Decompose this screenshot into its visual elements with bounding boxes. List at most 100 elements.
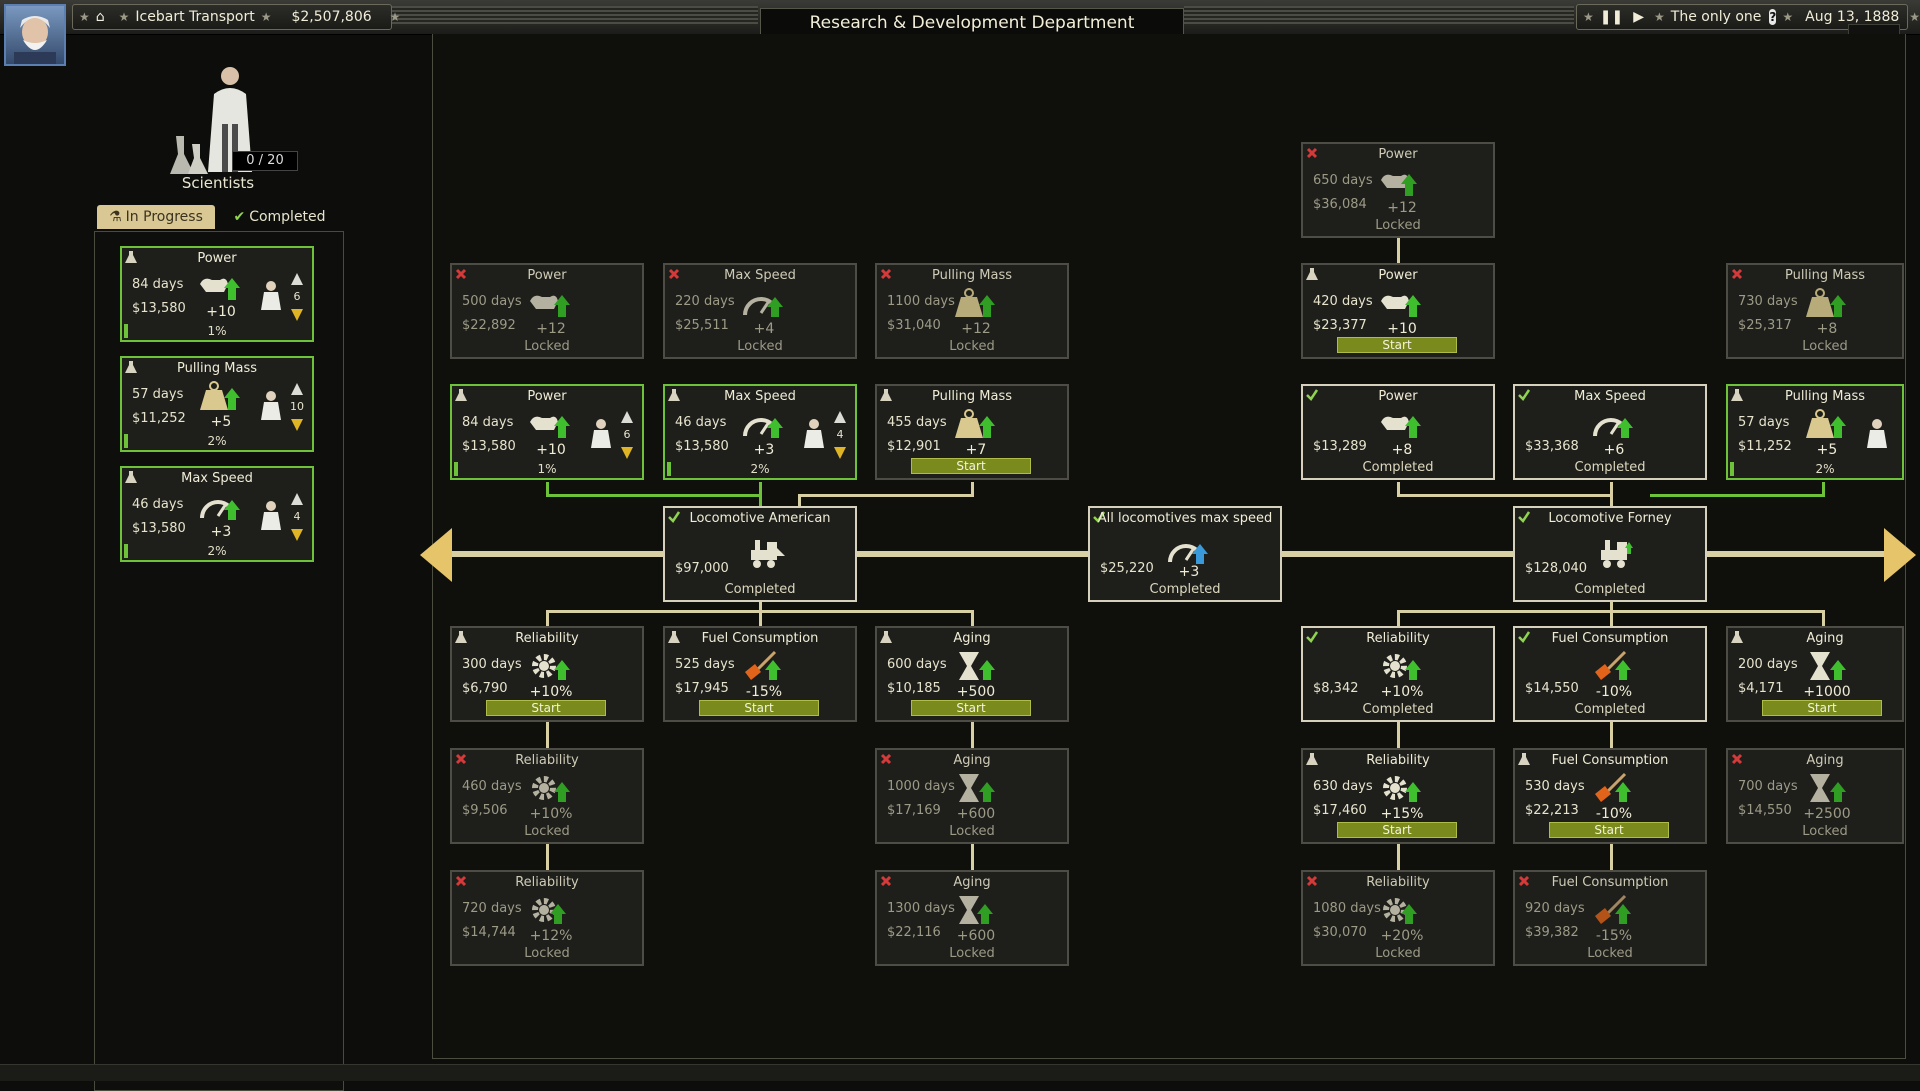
card-bonus: +15% [1380, 806, 1424, 822]
pause-icon[interactable]: ❚❚ [1599, 9, 1624, 25]
progress-bar [124, 434, 128, 448]
game-date: Aug 13, 1888 [1805, 9, 1900, 25]
hub-cost: $25,220 [1100, 561, 1154, 576]
connector-line [798, 494, 801, 508]
research-card-aging-available-forney[interactable]: Aging 200 days $4,171 +1000 Start [1726, 626, 1904, 722]
research-card-aging-locked-forney[interactable]: Aging 700 days $14,550 +2500 Locked [1726, 748, 1904, 844]
play-icon[interactable]: ▶ [1633, 9, 1645, 25]
item-bonus: +3 [210, 524, 232, 540]
bottom-scrollbar[interactable] [0, 1064, 1920, 1081]
scientist-count: 0 / 20 [232, 151, 298, 171]
research-card-aging-locked[interactable]: Aging 1000 days $17,169 +600 Locked [875, 748, 1069, 844]
scroll-right-arrow-icon[interactable] [1884, 528, 1916, 582]
home-icon[interactable]: ⌂ [95, 9, 105, 25]
start-button[interactable]: Start [911, 700, 1031, 716]
flask-icon [880, 631, 892, 643]
research-card-power-completed[interactable]: Power $13,289 +8 Completed [1301, 384, 1495, 480]
research-card-reliability-locked[interactable]: Reliability 460 days $9,506 +10% Locked [450, 748, 644, 844]
connector-line [546, 494, 760, 497]
locomotive-forney-hub[interactable]: Locomotive Forney $128,040 Completed [1513, 506, 1707, 602]
research-card-pulling-mass-available[interactable]: Pulling Mass 455 days $12,901 +7 Start [875, 384, 1069, 480]
player-avatar[interactable] [4, 4, 66, 66]
flask-icon [125, 251, 137, 263]
research-card-max-speed-in-progress[interactable]: Max Speed 46 days $13,580 +3 4 2% [663, 384, 857, 480]
card-bonus: +12 [961, 321, 991, 337]
locomotive-american-hub[interactable]: Locomotive American $97,000 Completed [663, 506, 857, 602]
card-status: Completed [1574, 460, 1646, 475]
research-card-fuel-consumption-locked-forney[interactable]: Fuel Consumption 920 days $39,382 -15% L… [1513, 870, 1707, 966]
cross-icon [880, 875, 892, 887]
arrow-up-icon[interactable] [620, 410, 634, 424]
card-cost: $6,790 [462, 681, 508, 696]
arrow-down-icon[interactable] [290, 418, 304, 432]
progress-item-power[interactable]: Power 84 days $13,580 +10 6 1% [120, 246, 314, 342]
star-icon: ★ [79, 10, 90, 24]
item-title: Power [197, 251, 237, 266]
arrow-up-icon[interactable] [290, 492, 304, 506]
research-card-reliability-available[interactable]: Reliability 300 days $6,790 +10% Start [450, 626, 644, 722]
scientist-icon [261, 501, 281, 530]
scientists-label: Scientists [181, 174, 255, 192]
research-card-fuel-consumption-completed[interactable]: Fuel Consumption $14,550 -10% Completed [1513, 626, 1707, 722]
all-locomotives-max-speed-hub[interactable]: All locomotives max speed $25,220 +3 Com… [1088, 506, 1282, 602]
start-button[interactable]: Start [911, 458, 1031, 474]
money-display: $2,507,806 [291, 9, 372, 25]
research-card-pulling-mass-locked-forney[interactable]: Pulling Mass 730 days $25,317 +8 Locked [1726, 263, 1904, 359]
research-card-pulling-mass-locked[interactable]: Pulling Mass 1100 days $31,040 +12 Locke… [875, 263, 1069, 359]
arrow-down-icon[interactable] [290, 528, 304, 542]
hourglass-icon [959, 896, 993, 924]
research-card-reliability-completed[interactable]: Reliability $8,342 +10% Completed [1301, 626, 1495, 722]
help-icon[interactable]: ? [1769, 9, 1777, 25]
arrow-up-icon[interactable] [290, 272, 304, 286]
flask-check-icon [1306, 631, 1318, 643]
research-card-aging-locked-2[interactable]: Aging 1300 days $22,116 +600 Locked [875, 870, 1069, 966]
speedometer-icon [743, 418, 783, 438]
start-button[interactable]: Start [1337, 337, 1457, 353]
connector-line [971, 844, 974, 870]
progress-item-pulling-mass[interactable]: Pulling Mass 57 days $11,252 +5 10 2% [120, 356, 314, 452]
scroll-left-arrow-icon[interactable] [420, 528, 452, 582]
scientist-adjuster: 10 [290, 382, 304, 434]
research-card-power-locked-top[interactable]: Power 650 days $36,084 +12 Locked [1301, 142, 1495, 238]
connector-line [546, 610, 549, 626]
connector-line [1397, 236, 1400, 264]
scientist-adjuster: 6 [290, 272, 304, 324]
start-button[interactable]: Start [699, 700, 819, 716]
start-button[interactable]: Start [1549, 822, 1669, 838]
arrow-up-icon[interactable] [833, 410, 847, 424]
arrow-down-icon[interactable] [833, 446, 847, 460]
research-card-fuel-consumption-available[interactable]: Fuel Consumption 525 days $17,945 -15% S… [663, 626, 857, 722]
research-card-reliability-available-forney[interactable]: Reliability 630 days $17,460 +15% Start [1301, 748, 1495, 844]
flask-icon [1731, 631, 1743, 643]
research-card-aging-available[interactable]: Aging 600 days $10,185 +500 Start [875, 626, 1069, 722]
progress-item-max-speed[interactable]: Max Speed 46 days $13,580 +3 4 2% [120, 466, 314, 562]
research-card-reliability-locked-2[interactable]: Reliability 720 days $14,744 +12% Locked [450, 870, 644, 966]
arrow-down-icon[interactable] [290, 308, 304, 322]
research-card-power-in-progress[interactable]: Power 84 days $13,580 +10 6 1% [450, 384, 644, 480]
tab-in-progress[interactable]: ⚗ In Progress [97, 205, 215, 229]
arrow-up-icon[interactable] [290, 382, 304, 396]
scientist-icon [1867, 419, 1887, 448]
research-card-fuel-consumption-available-forney[interactable]: Fuel Consumption 530 days $22,213 -10% S… [1513, 748, 1707, 844]
power-icon [200, 278, 240, 300]
research-card-power-locked[interactable]: Power 500 days $22,892 +12 Locked [450, 263, 644, 359]
card-days: 500 days [462, 294, 522, 309]
flask-icon [1518, 753, 1530, 765]
research-card-power-available[interactable]: Power 420 days $23,377 +10 Start [1301, 263, 1495, 359]
tab-completed[interactable]: ✔ Completed [228, 205, 331, 229]
research-card-max-speed-completed[interactable]: Max Speed $33,368 +6 Completed [1513, 384, 1707, 480]
start-button[interactable]: Start [1762, 700, 1882, 716]
card-bonus: -10% [1595, 806, 1633, 822]
hub-status: Completed [724, 582, 796, 597]
scientist-adjuster: 6 [620, 410, 634, 462]
research-card-reliability-locked-forney[interactable]: Reliability 1080 days $30,070 +20% Locke… [1301, 870, 1495, 966]
card-bonus: +3 [753, 442, 775, 458]
flask-icon [125, 361, 137, 373]
research-card-max-speed-locked[interactable]: Max Speed 220 days $25,511 +4 Locked [663, 263, 857, 359]
start-button[interactable]: Start [486, 700, 606, 716]
research-card-pulling-mass-in-progress-forney[interactable]: Pulling Mass 57 days $11,252 +5 2% [1726, 384, 1904, 480]
start-button[interactable]: Start [1337, 822, 1457, 838]
card-days: 220 days [675, 294, 735, 309]
card-title: Aging [953, 631, 991, 646]
arrow-down-icon[interactable] [620, 446, 634, 460]
